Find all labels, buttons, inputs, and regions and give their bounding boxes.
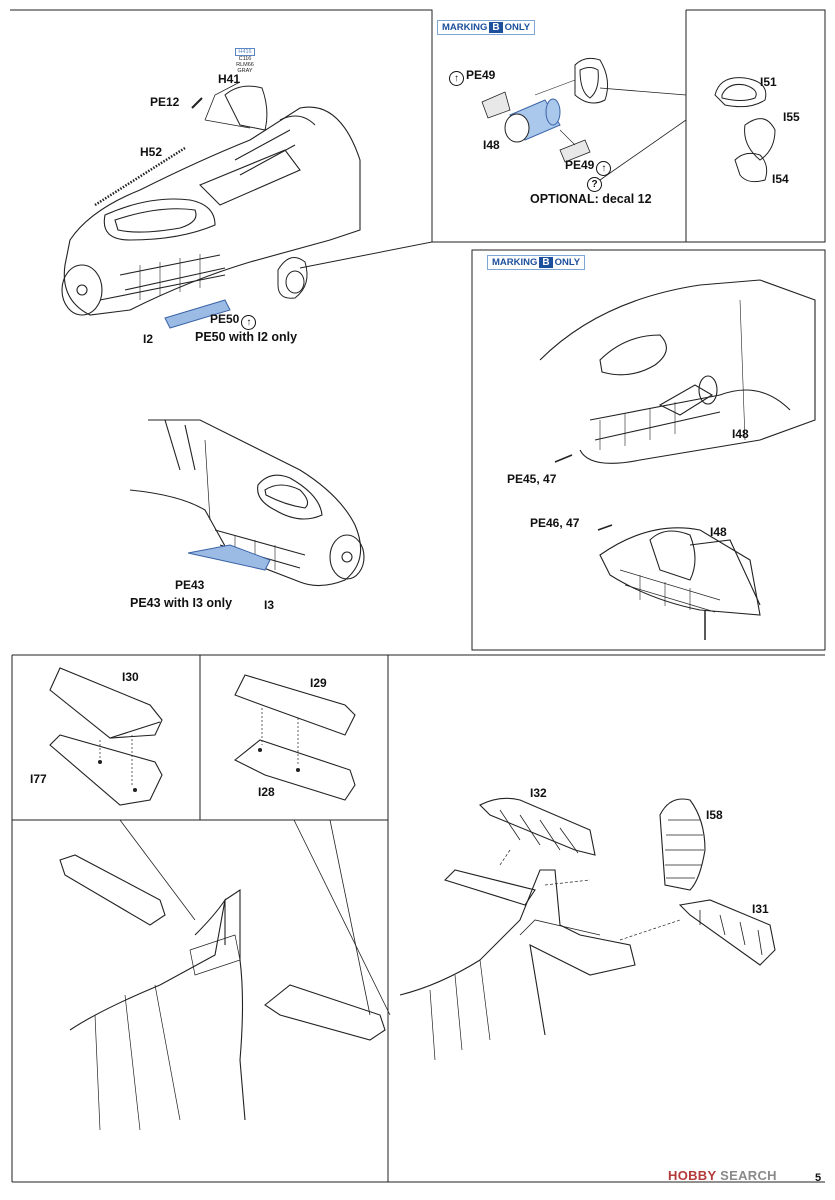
- frame-top-center: [10, 9, 433, 269]
- rudder-frame-i32: [479, 797, 596, 856]
- elevator-i28: [233, 739, 356, 801]
- frame-bottom-left-a: [11, 655, 201, 821]
- label-i55: I55: [783, 110, 800, 124]
- label-i2: I2: [143, 332, 154, 346]
- fuselage-underside-detail: [599, 527, 761, 640]
- frame-mid-right: [471, 249, 826, 651]
- label-i48-mid: I48: [732, 427, 749, 441]
- label-i32: I32: [530, 786, 547, 800]
- label-pe50: PE50↑: [210, 312, 258, 330]
- label-pe45: PE45, 47: [507, 472, 557, 486]
- tail-assembly-left: [59, 854, 386, 1131]
- paint-code-tag: H416 C116 RLM66 GRAY: [235, 48, 255, 74]
- label-i51: I51: [760, 75, 777, 89]
- arrow-up-icon: ↑: [241, 315, 257, 330]
- label-i30: I30: [122, 670, 139, 684]
- frame-bottom-left-b: [199, 655, 389, 821]
- label-pe49-top: ↑PE49: [447, 68, 495, 86]
- label-i77: I77: [30, 772, 47, 786]
- label-i48-top: I48: [483, 138, 500, 152]
- frame-top-right: [686, 9, 826, 243]
- label-pe46: PE46, 47: [530, 516, 580, 530]
- optional-question-icon: ?: [585, 174, 604, 192]
- label-i48-low: I48: [710, 525, 727, 539]
- intake-i48: [504, 98, 561, 143]
- label-pe49-bottom: PE49↑: [565, 158, 613, 176]
- arrow-up-icon: ↑: [449, 71, 464, 86]
- elevator-i29: [234, 674, 356, 736]
- label-pe43: PE43: [175, 578, 205, 592]
- page-number: 5: [815, 1172, 822, 1184]
- label-i58: I58: [706, 808, 723, 822]
- note-pe50: PE50 with I2 only: [195, 330, 298, 344]
- label-i29: I29: [310, 676, 327, 690]
- label-i3: I3: [264, 598, 275, 612]
- label-i31: I31: [752, 902, 769, 916]
- tail-assembly-right: [399, 869, 636, 1061]
- elevator-i30: [49, 667, 163, 739]
- fuselage-nose-left: [61, 106, 361, 316]
- rudder-frame-i31: [678, 899, 776, 966]
- label-pe12: PE12: [150, 95, 180, 109]
- frame-top-mid: [431, 10, 687, 243]
- arrow-up-icon: ↑: [596, 161, 612, 176]
- elevator-i77: [49, 734, 163, 806]
- label-i54: I54: [772, 172, 789, 186]
- note-optional: OPTIONAL: decal 12: [530, 192, 652, 206]
- rudder-frame-i58: [659, 798, 706, 891]
- fuselage-detail-right: [539, 279, 816, 464]
- watermark: HOBBY SEARCH: [668, 1168, 777, 1183]
- label-h41: H41: [218, 72, 241, 86]
- label-h52: H52: [140, 145, 163, 159]
- note-pe43: PE43 with I3 only: [130, 596, 233, 610]
- label-i28: I28: [258, 785, 275, 799]
